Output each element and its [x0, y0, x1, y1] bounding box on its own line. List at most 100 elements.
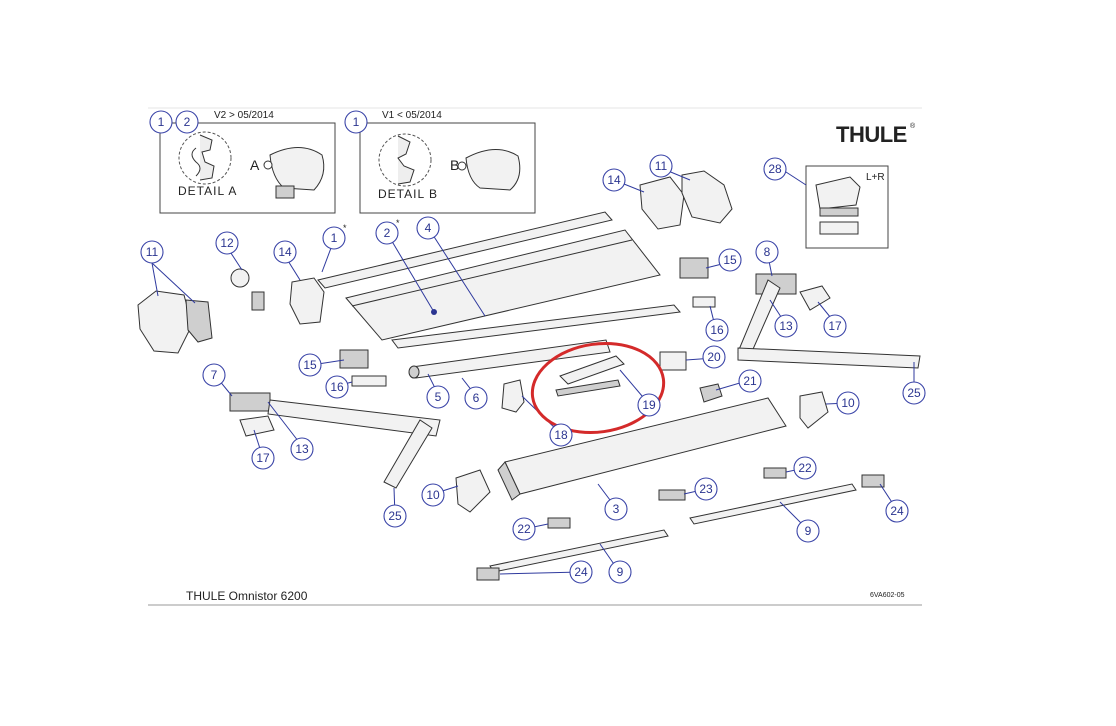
part-3-front-bar	[497, 397, 787, 501]
callout-25-left: 25	[383, 504, 407, 528]
svg-text:17: 17	[256, 451, 270, 465]
callout-3: 3	[604, 497, 628, 521]
svg-text:7: 7	[211, 368, 218, 382]
detail-a-badge-2: 2	[175, 110, 199, 134]
part-23-small-slider	[658, 489, 686, 501]
part-10-left-bar-cap	[455, 469, 491, 513]
part-4-fabric-strip	[391, 304, 681, 349]
callout-19: 19	[637, 393, 661, 417]
callout-28: 28	[763, 157, 787, 181]
part-16-left-pin	[351, 375, 387, 387]
svg-text:18: 18	[554, 428, 568, 442]
svg-text:5: 5	[435, 390, 442, 404]
svg-text:10: 10	[426, 488, 440, 502]
callout-17-right: 17	[823, 314, 847, 338]
callout-25-right: 25	[902, 381, 926, 405]
svg-text:20: 20	[707, 350, 721, 364]
callout-6: 6	[464, 386, 488, 410]
svg-text:12: 12	[220, 236, 234, 250]
svg-text:13: 13	[779, 319, 793, 333]
part-28-note: L+R	[866, 172, 885, 183]
callout-2: 2	[375, 221, 399, 245]
callout-13-left: 13	[290, 437, 314, 461]
detail-a-label: DETAIL A	[178, 184, 237, 198]
svg-text:22: 22	[517, 522, 531, 536]
callout-24-right: 24	[885, 499, 909, 523]
callout-9-right: 9	[796, 519, 820, 543]
part-10-right-bar-cap	[799, 391, 829, 429]
callout-7: 7	[202, 363, 226, 387]
drawing-code: 6VA602-05	[870, 592, 905, 599]
detail-a-version-note: V2 > 05/2014	[214, 110, 274, 121]
svg-text:3: 3	[613, 502, 620, 516]
callout-4: 4	[416, 216, 440, 240]
highlight-ring-part-19	[530, 341, 666, 435]
svg-text:21: 21	[743, 374, 757, 388]
part-15-left-bracket	[339, 349, 369, 369]
callout-23: 23	[694, 477, 718, 501]
part-15-right-bracket	[679, 257, 709, 279]
detail-a-end-cap-sketch	[263, 147, 325, 199]
part-21-small-bracket	[699, 383, 723, 403]
part-19-rail-profile	[555, 355, 625, 397]
detail-a-section-sketch	[178, 131, 232, 185]
svg-text:2: 2	[184, 115, 191, 129]
callout-9-left: 9	[608, 560, 632, 584]
svg-text:17: 17	[828, 319, 842, 333]
callout-2-star: *	[396, 218, 400, 228]
part-2-profile-with-slot	[345, 229, 661, 341]
part-9-right-rail	[689, 483, 857, 525]
callout-24-left: 24	[569, 560, 593, 584]
callout-15-right: 15	[718, 248, 742, 272]
svg-text:24: 24	[890, 504, 904, 518]
detail-b-box: V1 < 05/2014 DETAIL B B	[359, 110, 536, 214]
callout-10-right: 10	[836, 391, 860, 415]
svg-text:4: 4	[425, 221, 432, 235]
svg-text:15: 15	[723, 253, 737, 267]
svg-text:25: 25	[388, 509, 402, 523]
part-5-6-roller-tube	[408, 339, 611, 379]
callout-15-left: 15	[298, 353, 322, 377]
part-11-left-end-cap	[137, 290, 213, 354]
svg-text:8: 8	[764, 245, 771, 259]
svg-text:1: 1	[331, 231, 338, 245]
model-title: THULE Omnistor 6200	[186, 589, 308, 603]
svg-text:10: 10	[841, 396, 855, 410]
callout-22-upper: 22	[793, 456, 817, 480]
detail-b-section-sketch	[378, 133, 432, 187]
right-arm-assembly	[737, 273, 921, 369]
svg-text:15: 15	[303, 358, 317, 372]
part-18-clip	[501, 379, 525, 413]
svg-text:11: 11	[146, 245, 159, 259]
detail-a-letter: A	[250, 157, 260, 173]
svg-text:1: 1	[353, 115, 360, 129]
callout-20: 20	[702, 345, 726, 369]
callout-14-right: 14	[602, 168, 626, 192]
svg-text:9: 9	[617, 565, 624, 579]
svg-text:13: 13	[295, 442, 309, 456]
detail-b-badge-1: 1	[344, 110, 368, 134]
thule-logo: THULE	[836, 122, 907, 147]
part-20-cover-box	[659, 351, 687, 371]
callout-18: 18	[549, 423, 573, 447]
svg-text:23: 23	[699, 482, 713, 496]
callout-8: 8	[755, 240, 779, 264]
part-1-front-profile	[317, 211, 613, 289]
svg-text:6: 6	[473, 391, 480, 405]
svg-text:14: 14	[607, 173, 621, 187]
callout-16-right: 16	[705, 318, 729, 342]
callout-21: 21	[738, 369, 762, 393]
svg-text:19: 19	[642, 398, 656, 412]
detail-b-letter: B	[450, 157, 459, 173]
svg-text:9: 9	[805, 524, 812, 538]
callout-11-right: 11	[649, 154, 673, 178]
callout-12: 12	[215, 231, 239, 255]
callout-22-lower: 22	[512, 517, 536, 541]
callout-17-left: 17	[251, 446, 275, 470]
callout-1-star: *	[343, 223, 347, 233]
detail-a-box: V2 > 05/2014 DETAIL A A	[159, 110, 336, 214]
svg-text:14: 14	[278, 245, 292, 259]
svg-text:25: 25	[907, 386, 921, 400]
part-14-right-gear-housing	[639, 176, 685, 230]
